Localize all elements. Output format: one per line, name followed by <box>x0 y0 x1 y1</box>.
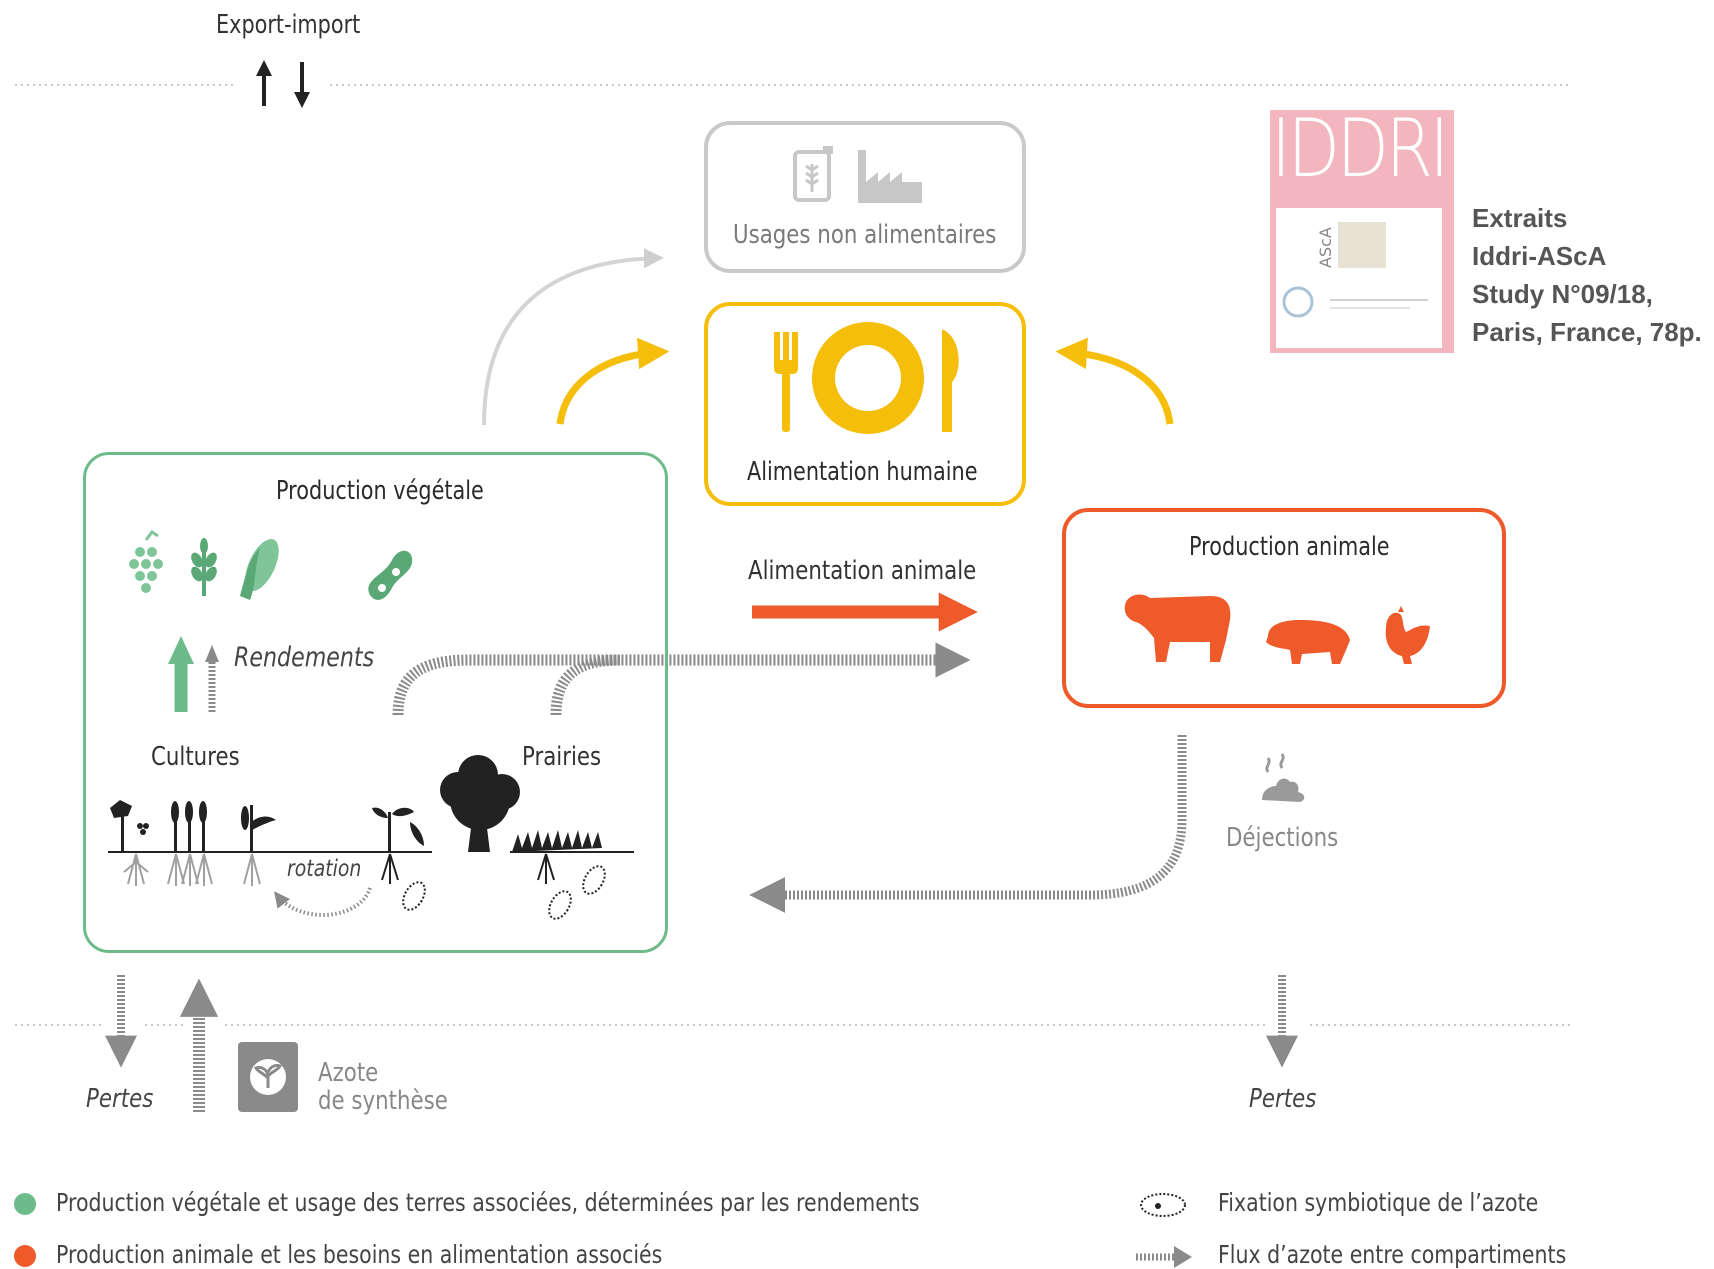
legend-item-fixation: Fixation symbiotique de l’azote <box>1218 1188 1539 1217</box>
yields-arrows <box>168 636 219 712</box>
plant-production-label: Production végétale <box>276 476 484 506</box>
fertilizer-bag-icon <box>238 1042 298 1112</box>
legend-item-plant: Production végétale et usage des terres … <box>56 1188 920 1217</box>
losses-left-label: Pertes <box>86 1084 154 1114</box>
human-food-label: Alimentation humaine <box>747 457 978 487</box>
grass-roots-icon <box>537 853 555 884</box>
crops-roots-icon <box>123 853 399 886</box>
manure-icon <box>1262 753 1305 802</box>
plant-production-box <box>83 452 668 953</box>
legend-green-dot <box>14 1193 36 1215</box>
manure-label: Déjections <box>1226 823 1339 853</box>
losses-right-label: Pertes <box>1249 1084 1317 1114</box>
corn-icon <box>240 539 279 600</box>
legend-orange-dot <box>14 1245 36 1267</box>
iddri-cover-image <box>1270 110 1454 353</box>
rotation-label: rotation <box>287 856 362 882</box>
arrow-to-non-food <box>482 248 664 426</box>
citation-line-3: Study N°09/18, <box>1472 279 1653 309</box>
synthetic-nitrogen-label-line2: de synthèse <box>318 1086 448 1116</box>
legend-item-flux: Flux d’azote entre compartiments <box>1218 1240 1567 1269</box>
human-food-box <box>704 302 1026 506</box>
chicken-icon <box>1385 606 1430 664</box>
wheat-icon <box>191 538 217 596</box>
grass-icon <box>512 830 602 852</box>
iddri-logo-text: IDDRI <box>1271 102 1449 195</box>
grapes-icon <box>129 529 163 593</box>
soybean-icon <box>368 550 413 600</box>
iddri-citation: Extraits Iddri-AScA Study N°09/18, Paris… <box>1472 199 1702 351</box>
arrow-animal-to-food <box>1055 337 1174 425</box>
crops-plants-icon <box>110 800 424 852</box>
legend-flux-icon <box>1136 1246 1192 1268</box>
grasslands-label: Prairies <box>522 742 602 772</box>
non-food-uses-box <box>704 121 1026 273</box>
iddri-cover-asca-text: AScA <box>1316 227 1335 268</box>
factory-icon <box>858 150 922 203</box>
synthetic-nitrogen-label-line1: Azote <box>318 1058 379 1088</box>
export-import-label: Export-import <box>216 10 361 40</box>
export-import-arrows <box>256 60 310 108</box>
nitrogen-flux-manure-to-plant <box>749 735 1187 913</box>
crops-label: Cultures <box>151 742 240 772</box>
arrow-plant-to-food <box>556 337 670 425</box>
non-food-uses-label: Usages non alimentaires <box>733 220 997 250</box>
citation-line-2: Iddri-AScA <box>1472 241 1607 271</box>
yields-label: Rendements <box>234 642 375 673</box>
pig-icon <box>1266 620 1350 664</box>
biofuel-icon <box>793 146 833 202</box>
legend-item-animal: Production animale et les besoins en ali… <box>56 1240 663 1269</box>
animal-feed-label: Alimentation animale <box>748 556 977 586</box>
tree-icon <box>440 755 520 852</box>
symbiotic-fixation-icon <box>402 865 606 920</box>
citation-line-1: Extraits <box>1472 203 1568 233</box>
citation-line-4: Paris, France, 78p. <box>1472 317 1702 347</box>
cow-icon <box>1124 594 1231 662</box>
animal-production-box <box>1062 508 1506 708</box>
rotation-arrow <box>274 887 372 917</box>
legend-fixation-icon <box>1140 1193 1186 1217</box>
nitrogen-flux-plant-to-animal <box>392 642 971 716</box>
plate-cutlery-icon <box>774 322 959 434</box>
animal-production-label: Production animale <box>1189 532 1390 562</box>
